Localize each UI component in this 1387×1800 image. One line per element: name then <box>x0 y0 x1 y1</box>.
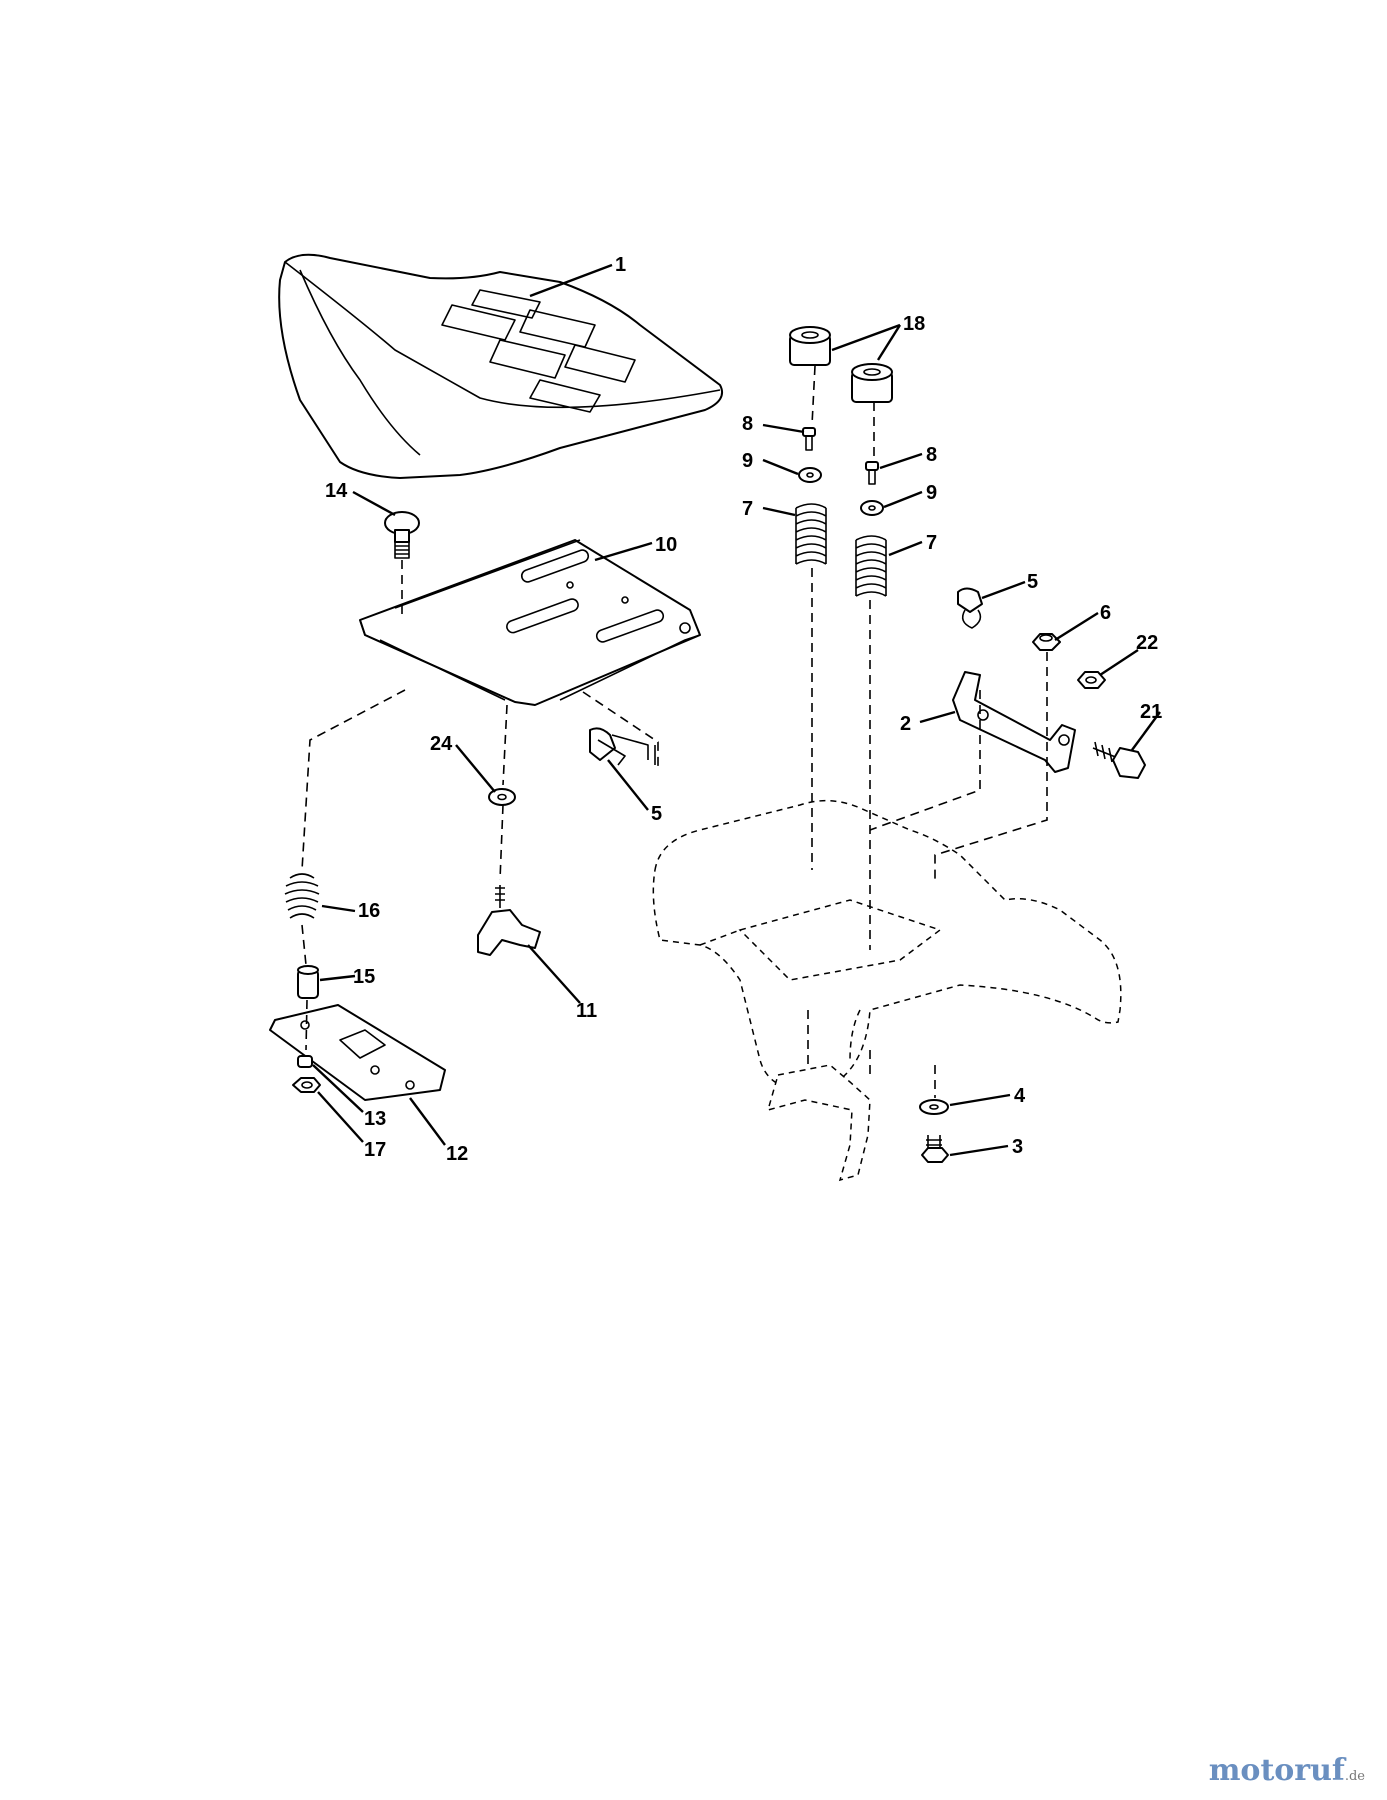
callout-22: 22 <box>1136 632 1158 654</box>
callout-7-left: 7 <box>742 498 753 520</box>
screw-right-part <box>865 461 879 485</box>
callout-18: 18 <box>903 313 925 335</box>
screw-left-part <box>802 427 816 451</box>
lock-nut-part <box>1032 633 1061 651</box>
watermark-logo: motoruf.de <box>1209 1753 1365 1788</box>
callout-2: 2 <box>900 713 911 735</box>
callout-13: 13 <box>364 1108 386 1130</box>
shoulder-bolt-part <box>1092 741 1146 779</box>
spring-right-part <box>855 535 887 597</box>
frame-washer-part <box>919 1099 949 1115</box>
callout-1: 1 <box>615 254 626 276</box>
assembly-guide-lines <box>301 365 1048 1098</box>
lower-mount-outline <box>766 1064 871 1182</box>
callout-21: 21 <box>1140 701 1162 723</box>
washer-right-part <box>860 500 884 516</box>
callout-15: 15 <box>353 966 375 988</box>
pivot-bracket-part <box>952 671 1076 773</box>
compression-spring-part <box>284 873 320 919</box>
callout-8-right: 8 <box>926 444 937 466</box>
mounting-plate-part <box>269 1004 446 1101</box>
washer-left-part <box>798 467 822 483</box>
bumper-left-part <box>789 326 831 366</box>
fender-outline <box>652 799 1122 1092</box>
spacer-part <box>297 965 319 999</box>
callout-24: 24 <box>430 733 453 755</box>
callout-5-left: 5 <box>651 803 662 825</box>
seat-part <box>278 253 724 479</box>
flange-nut-part <box>1077 671 1106 689</box>
wing-knob-part <box>477 885 541 956</box>
callout-6: 6 <box>1100 602 1111 624</box>
callout-14: 14 <box>325 480 348 502</box>
seat-pan-part <box>359 539 701 706</box>
callout-17: 17 <box>364 1139 386 1161</box>
callout-5-right: 5 <box>1027 571 1038 593</box>
hex-nut-part <box>292 1077 321 1093</box>
watermark-main: motoruf <box>1208 1753 1345 1788</box>
callout-7-right: 7 <box>926 532 937 554</box>
nut-part <box>297 1055 313 1068</box>
carriage-bolt-part <box>384 511 420 559</box>
seat-clip-right-part <box>957 587 983 629</box>
callout-3: 3 <box>1012 1136 1023 1158</box>
hex-bolt-part <box>921 1135 949 1163</box>
spring-left-part <box>795 503 827 565</box>
callout-9-right: 9 <box>926 482 937 504</box>
watermark-tld: .de <box>1344 1769 1365 1784</box>
callout-11: 11 <box>576 1000 597 1022</box>
bumper-right-part <box>851 363 893 403</box>
callout-4: 4 <box>1014 1085 1026 1107</box>
callout-8-left: 8 <box>742 413 753 435</box>
leader-lines <box>312 263 1161 1157</box>
callout-9-left: 9 <box>742 450 753 472</box>
callout-10: 10 <box>655 534 677 556</box>
callout-12: 12 <box>446 1143 468 1165</box>
seat-clip-left-part <box>589 727 656 766</box>
callout-labels: 1 18 8 9 7 8 9 7 14 10 5 6 22 2 21 24 5 … <box>325 254 1162 1165</box>
flat-washer-part <box>488 788 516 806</box>
callout-16: 16 <box>358 900 380 922</box>
